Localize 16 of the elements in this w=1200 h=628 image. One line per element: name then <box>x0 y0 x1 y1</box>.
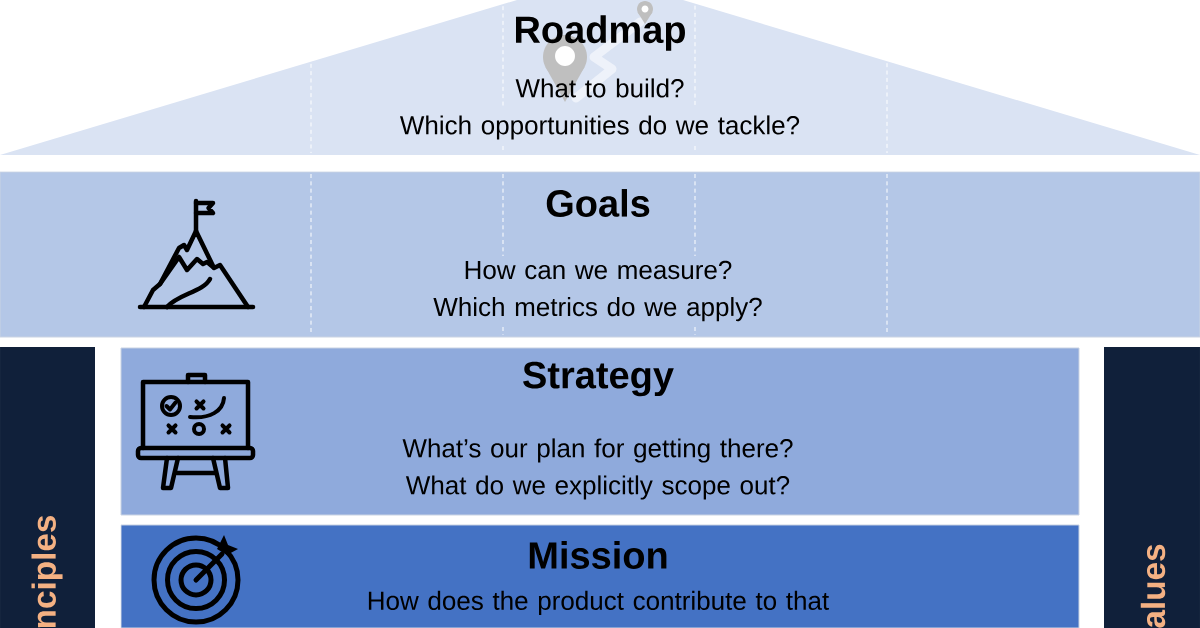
house-layer <box>120 347 1080 516</box>
question-text: How does the product contribute to that <box>368 590 829 616</box>
pillar-label: alues <box>1140 544 1166 628</box>
layer-heading: Goals <box>546 189 650 217</box>
question-text: How can we measure? Which metrics do we apply? <box>433 260 762 322</box>
roof <box>0 0 1200 155</box>
layer-heading: Strategy <box>523 361 674 397</box>
layer-heading: Roadmap <box>516 15 685 51</box>
layer-heading: Mission <box>529 541 667 569</box>
house-layer <box>0 171 1200 338</box>
pillar <box>1104 347 1200 628</box>
question-text: What’s our plan for getting there? What do we explicitly scope out? <box>402 438 793 500</box>
pillar-label: nciples <box>31 515 63 628</box>
pillar <box>0 347 95 628</box>
house-layer <box>120 524 1080 628</box>
question-text: What to build? Which opportunities do we tackle? <box>399 78 800 140</box>
